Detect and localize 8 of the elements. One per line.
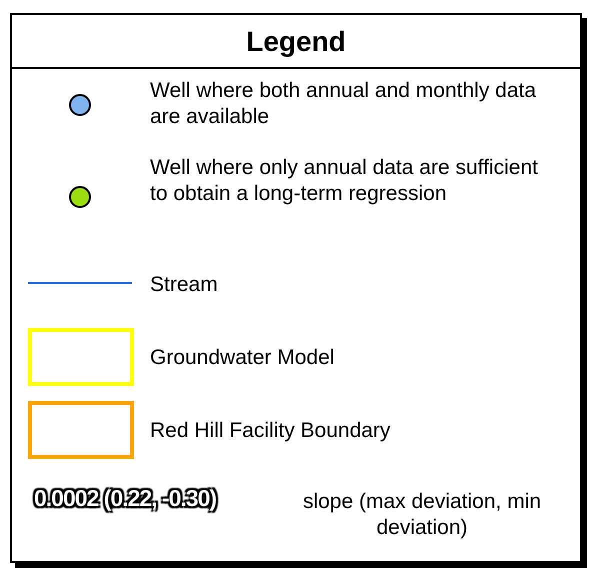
legend-text: Well where only annual data are sufficient to obtain a long-term regression xyxy=(150,155,539,207)
legend-title: Legend xyxy=(12,15,580,69)
legend-text: slope (max deviation, min deviation) xyxy=(302,489,542,541)
legend-text: Red Hill Facility Boundary xyxy=(150,418,392,444)
legend-text: Groundwater Model xyxy=(150,345,336,371)
legend-text: Well where both annual and monthly data are available xyxy=(150,78,538,130)
slope-label: 0.0002 (0.22, -0.30) xyxy=(34,485,216,512)
legend-text: Stream xyxy=(150,272,219,298)
